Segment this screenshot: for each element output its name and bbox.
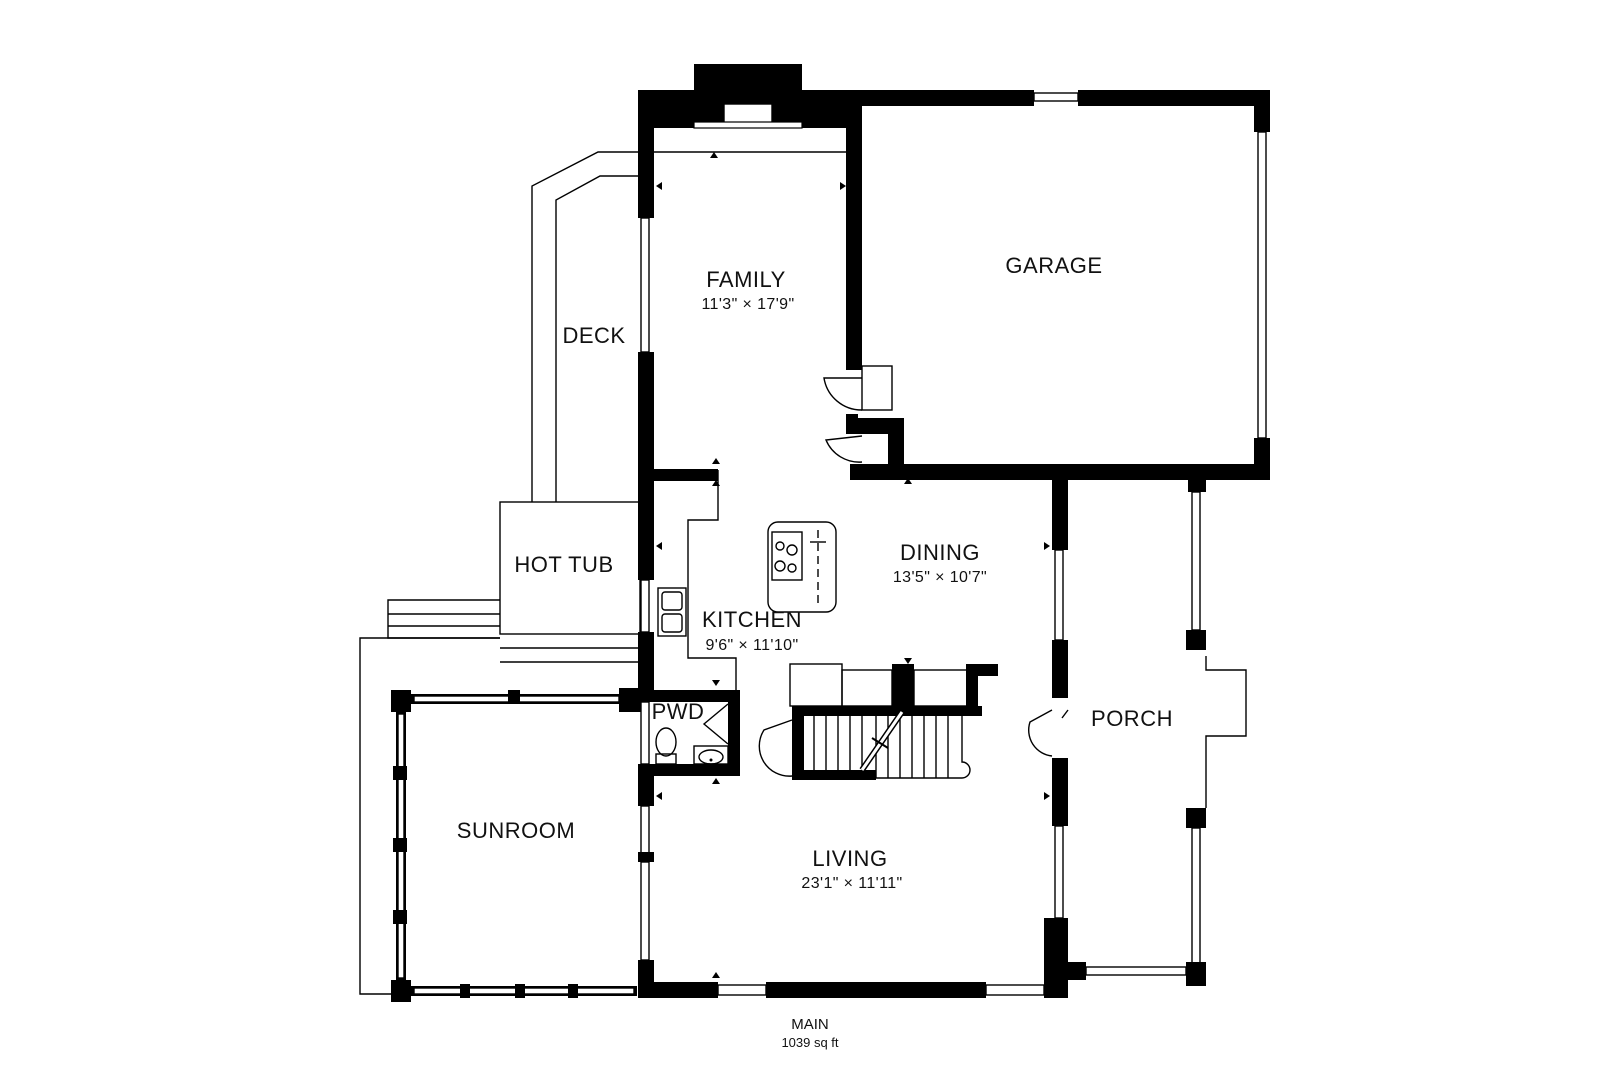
- living-walls: [638, 805, 1068, 998]
- dining-east-wall: [1027, 480, 1069, 990]
- room-label-living: LIVING: [812, 846, 887, 871]
- dimension-markers: [642, 152, 1050, 978]
- sunroom-walls: [391, 688, 641, 1002]
- room-dims-living: 23'1" × 11'11": [801, 875, 902, 892]
- room-dims-dining: 13'5" × 10'7": [893, 569, 987, 586]
- room-label-garage: GARAGE: [1005, 253, 1102, 278]
- powder-room-walls: [638, 690, 740, 806]
- room-label-pwd: PWD: [652, 699, 705, 724]
- deck-outline: [531, 151, 640, 502]
- room-label-dining: DINING: [900, 540, 980, 565]
- level-area: 1039 sq ft: [781, 1035, 838, 1050]
- fireplace: [638, 64, 858, 129]
- staircase: [758, 663, 998, 780]
- hot-tub: [499, 501, 641, 663]
- kitchen-west-wall: [638, 470, 837, 692]
- room-label-hot-tub: HOT TUB: [514, 552, 613, 577]
- deck-steps: [359, 599, 500, 995]
- room-dims-family: 11'3" × 17'9": [701, 296, 794, 313]
- room-label-family: FAMILY: [706, 267, 786, 292]
- room-dims-kitchen: 9'6" × 11'10": [705, 637, 798, 654]
- level-name: MAIN: [791, 1016, 829, 1033]
- room-label-kitchen: KITCHEN: [702, 607, 802, 632]
- room-label-porch: PORCH: [1091, 706, 1173, 731]
- room-label-sunroom: SUNROOM: [457, 818, 575, 843]
- room-label-deck: DECK: [562, 323, 625, 348]
- garage-walls: [823, 90, 1270, 480]
- porch-walls: [1068, 470, 1247, 986]
